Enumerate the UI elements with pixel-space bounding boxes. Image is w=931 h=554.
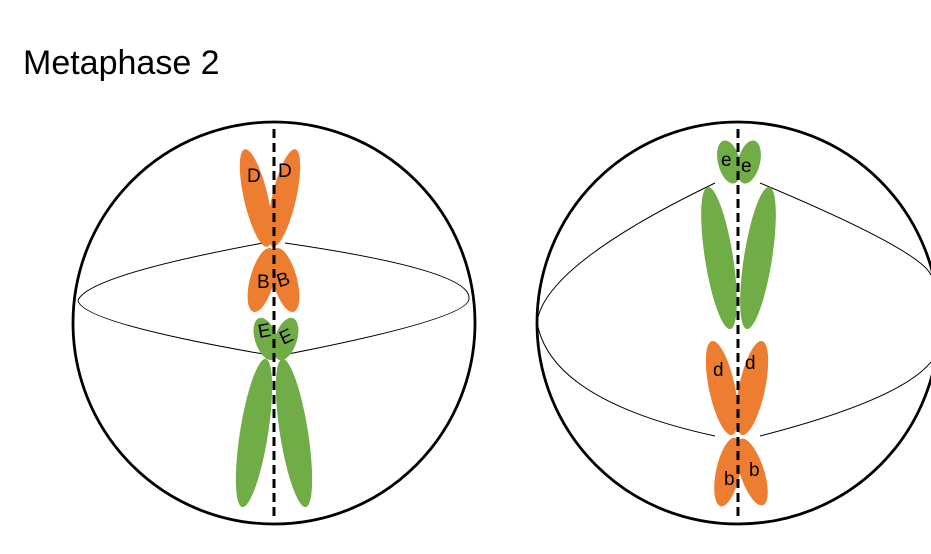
cell-left-spindle-lower (77, 299, 264, 355)
cell-left-spindle-upper-right (284, 242, 470, 299)
cell-right-chromosome-orange (705, 340, 769, 507)
chromatid-arm (717, 140, 741, 184)
chromatid-arm (239, 149, 273, 247)
chromatid-arm (247, 247, 277, 313)
allele-label: d (713, 360, 724, 381)
page-title: Metaphase 2 (23, 44, 220, 82)
chromatid-arm (705, 340, 739, 436)
cell-left: D D B B E E (71, 120, 477, 526)
chromatid-arm (270, 247, 300, 313)
cell-left-spindle-lower-right (287, 297, 470, 355)
cell-right: e e d d b b (535, 120, 931, 526)
chromatid-arm (273, 317, 299, 361)
allele-label: E (256, 320, 272, 343)
chromatid-arm (701, 186, 737, 330)
cell-left-chromosome-green (235, 317, 313, 508)
cell-right-chromosome-green (701, 140, 776, 330)
allele-label: b (724, 469, 735, 490)
cell-left-membrane (71, 120, 477, 526)
chromatid-arm (736, 438, 768, 506)
chromatid-arm (735, 340, 769, 436)
allele-label: B (257, 272, 270, 293)
chromatid-arm (267, 149, 301, 247)
allele-label: D (278, 161, 292, 182)
chromatid-arm (714, 437, 742, 507)
cell-right-spindle-lower (536, 321, 716, 437)
cell-left-spindle-upper (77, 242, 264, 301)
chromatid-arm (235, 358, 273, 508)
chromatid-arm (740, 186, 776, 330)
allele-label: d (745, 353, 756, 374)
cell-right-spindle-upper-right (759, 182, 931, 276)
chromatid-arm (737, 140, 761, 184)
chromatid-arm (275, 358, 313, 508)
cell-right-spindle-lower-right (759, 361, 931, 437)
allele-label: e (721, 150, 732, 171)
allele-label: D (247, 166, 261, 187)
chromatid-arm (253, 317, 279, 361)
cell-right-spindle-upper (536, 182, 716, 323)
allele-label: e (741, 156, 752, 177)
cell-left-chromosome-orange (239, 149, 301, 313)
allele-label: B (274, 268, 293, 292)
allele-label: b (749, 460, 760, 481)
